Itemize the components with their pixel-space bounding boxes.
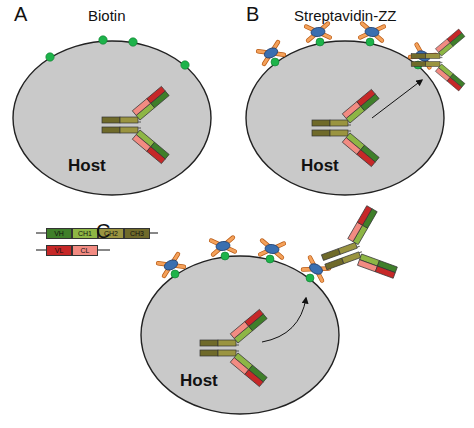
node-text: Host [180, 371, 218, 391]
streptavidin-zz-icon [158, 254, 184, 276]
dna-line [36, 233, 46, 234]
biotin-dot [129, 38, 137, 46]
node-text: CH3 [130, 230, 144, 237]
node-text: VL [55, 247, 64, 254]
streptavidin-zz-complexes [158, 238, 329, 282]
biotin-dot [221, 252, 229, 260]
host-cell: Host [245, 40, 445, 196]
panel-letter: A [14, 3, 27, 26]
antibody-icon [311, 203, 400, 299]
biotin-dot [266, 255, 274, 263]
biotin-dot [99, 36, 107, 44]
cell-ellipse [141, 256, 339, 414]
biotin-dot [171, 270, 179, 278]
node-text: CH1 [78, 230, 92, 237]
panel-title: Biotin [88, 7, 126, 24]
node-text: VH [54, 230, 64, 237]
gene-segment: CH3 [124, 228, 150, 239]
host-cell: Host [140, 255, 340, 415]
biotin-dot [366, 38, 374, 46]
streptavidin-zz-icon [303, 257, 329, 280]
cell-ellipse [246, 41, 444, 195]
gene-segment: VL [46, 245, 72, 256]
dna-line [36, 250, 46, 251]
streptavidin-zz-icon [360, 24, 384, 41]
streptavidin-zz-icon [410, 45, 436, 68]
cell-outline [140, 255, 340, 415]
gene-segment: CL [72, 245, 98, 256]
antibody-icon [102, 86, 169, 163]
streptavidin-zz-icon [211, 238, 235, 255]
dna-line [98, 250, 110, 251]
biotin-dot [271, 58, 279, 66]
capture-arrow [262, 298, 306, 342]
node-text: CL [81, 247, 90, 254]
streptavidin-zz-icon [306, 24, 330, 41]
secretion-arrow [372, 80, 422, 118]
biotin-dots [46, 36, 189, 69]
node-text: Host [68, 156, 106, 176]
biotin-dot [306, 274, 314, 282]
biotin-dot [414, 61, 422, 69]
gene-construct-lines [36, 233, 158, 250]
panel-title: Streptavidin-ZZ [294, 7, 397, 24]
gene-segment: VH [46, 228, 72, 239]
biotin-dot [46, 53, 54, 61]
streptavidin-zz-icon [260, 241, 284, 258]
streptavidin-zz-icon [258, 42, 284, 64]
streptavidin-zz-complexes [258, 24, 436, 69]
gene-segment: CH1 [72, 228, 98, 239]
node-text: Host [301, 156, 339, 176]
host-cell: Host [12, 40, 212, 196]
panel-letter: B [246, 3, 259, 26]
antibody-icon [200, 309, 267, 386]
biotin-dot [316, 38, 324, 46]
antibody-icon [411, 29, 465, 91]
cell-outline [245, 40, 445, 196]
antibody-icon [312, 89, 379, 166]
cell-ellipse [13, 41, 211, 195]
panel-letter: C [96, 220, 110, 243]
biotin-dot [181, 61, 189, 69]
dna-line [150, 233, 158, 234]
cell-outline [12, 40, 212, 196]
